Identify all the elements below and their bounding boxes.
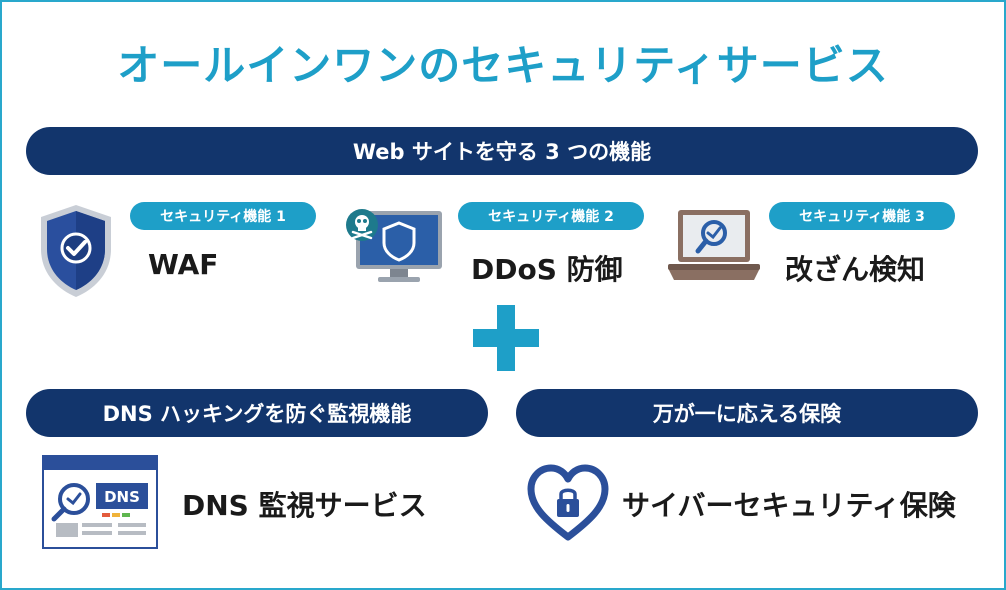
service-name-dns: DNS 監視サービス — [182, 489, 427, 522]
feature-badge-1: セキュリティ機能 1 — [130, 202, 316, 230]
section-bar-web-protection: Web サイトを守る 3 つの機能 — [26, 127, 978, 175]
heart-lock-icon — [527, 464, 609, 541]
feature-name-ddos: DDoS 防御 — [471, 253, 623, 286]
monitor-shield-skull-icon — [346, 209, 442, 282]
laptop-magnifier-icon — [668, 210, 760, 280]
section-bar-insurance: 万が一に応える保険 — [516, 389, 978, 437]
feature-name-tamper-detection: 改ざん検知 — [785, 253, 926, 286]
plus-icon — [473, 305, 539, 371]
section-bar-dns: DNS ハッキングを防ぐ監視機能 — [26, 389, 488, 437]
service-name-insurance: サイバーセキュリティ保険 — [622, 489, 956, 522]
page-title: オールインワンのセキュリティサービス — [117, 41, 889, 90]
dns-icon-label: DNS — [104, 488, 140, 506]
feature-name-waf: WAF — [148, 248, 219, 281]
feature-badge-3: セキュリティ機能 3 — [769, 202, 955, 230]
feature-badge-2: セキュリティ機能 2 — [458, 202, 644, 230]
shield-check-icon — [41, 205, 111, 297]
dns-window-icon: DNS — [42, 455, 158, 549]
